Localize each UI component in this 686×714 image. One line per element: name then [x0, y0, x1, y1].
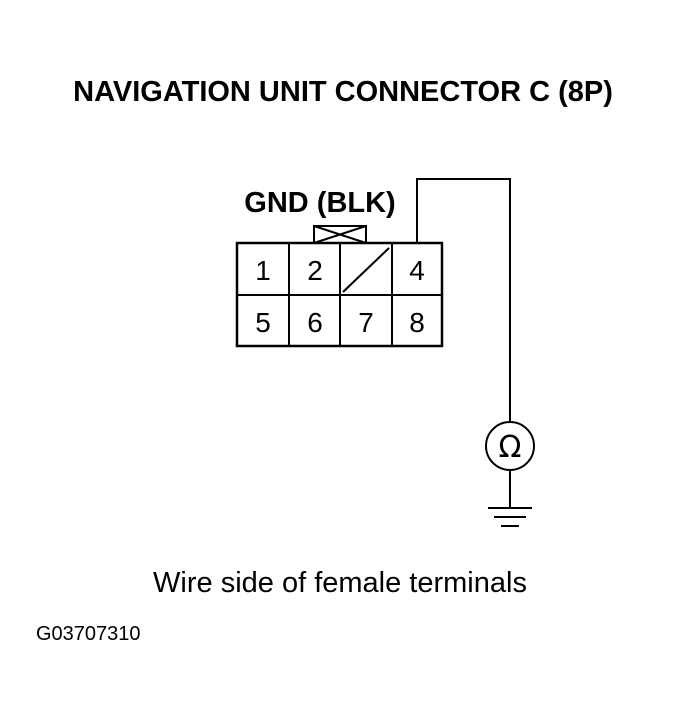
probe-wire — [416, 178, 511, 421]
connector-lock-tab — [313, 225, 367, 244]
ohmmeter-icon: Ω — [485, 421, 535, 471]
diagram-caption: Wire side of female terminals — [153, 567, 527, 599]
empty-cavity-slash — [342, 247, 390, 293]
diagram-title: NAVIGATION UNIT CONNECTOR C (8P) — [73, 76, 613, 108]
pin-label: 2 — [307, 255, 323, 286]
connector-body — [235, 241, 444, 348]
figure-code: G03707310 — [36, 623, 141, 645]
pin-label: 8 — [409, 307, 425, 338]
gnd-label: GND (BLK) — [244, 187, 395, 219]
pin-label: 7 — [358, 307, 374, 338]
ground-icon — [488, 507, 532, 527]
pin-label: 6 — [307, 307, 323, 338]
omega-symbol: Ω — [499, 430, 522, 465]
pin-label: 4 — [409, 255, 425, 286]
pin-label: 1 — [255, 255, 271, 286]
pin-label: 5 — [255, 307, 271, 338]
